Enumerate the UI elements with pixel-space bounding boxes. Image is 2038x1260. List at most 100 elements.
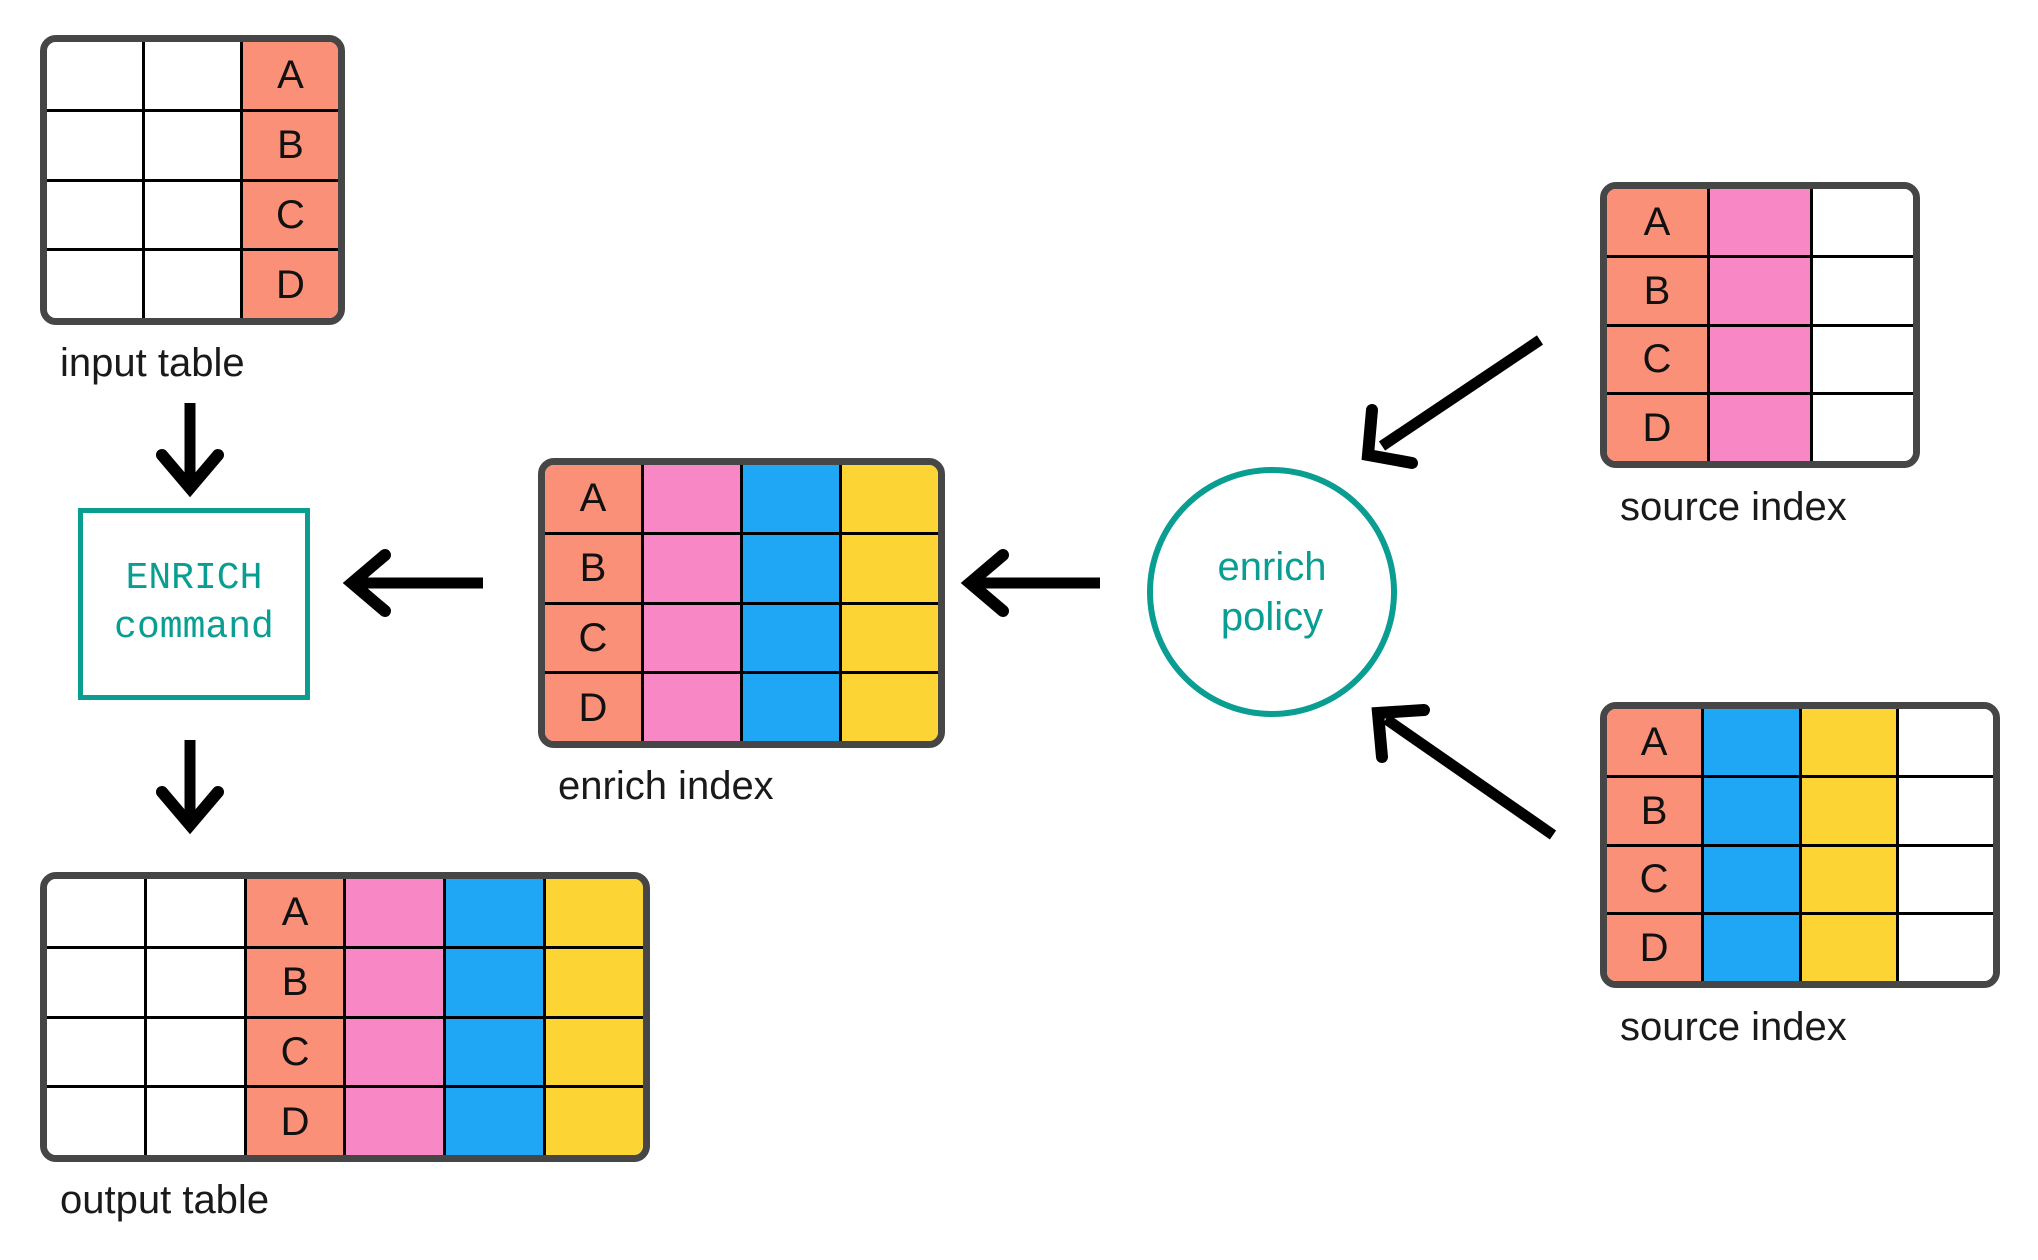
table-row: C xyxy=(1607,843,1993,913)
enrich-policy-line1: enrich xyxy=(1217,545,1327,589)
arrow-enrich-index-to-command-icon xyxy=(342,549,483,617)
table-cell: A xyxy=(243,879,344,946)
table-cell xyxy=(641,534,740,602)
table-cell xyxy=(47,181,142,249)
table-cell: A xyxy=(1607,189,1707,255)
table-cell: B xyxy=(1607,257,1707,324)
enrich-command-line2: command xyxy=(114,606,274,649)
table-cell xyxy=(343,1018,444,1086)
table-row: C xyxy=(47,1015,643,1086)
arrow-policy-to-enrich-index-icon xyxy=(960,549,1100,617)
table-row: A xyxy=(47,879,643,946)
arrow-source-bottom-to-policy-icon xyxy=(1371,704,1557,840)
table-cell xyxy=(47,879,144,946)
table-cell xyxy=(443,1018,544,1086)
arrow-input-to-command-icon xyxy=(156,403,224,498)
table-cell xyxy=(443,879,544,946)
table-cell xyxy=(1798,846,1896,913)
table-cell xyxy=(1707,257,1810,324)
table-cell xyxy=(1895,846,1993,913)
table-cell: C xyxy=(240,181,338,249)
table-cell: A xyxy=(545,465,641,532)
table-cell xyxy=(143,879,244,946)
table-cell: D xyxy=(1607,915,1702,981)
table-cell xyxy=(1810,189,1913,255)
table-cell xyxy=(1701,915,1799,981)
table-row: D xyxy=(545,671,938,741)
enrich-command-box[interactable]: ENRICH command xyxy=(78,508,310,700)
table-row: A xyxy=(545,465,938,532)
table-cell xyxy=(1707,189,1810,255)
table-cell: A xyxy=(1607,709,1702,775)
output-table-caption: output table xyxy=(60,1178,270,1222)
table-row: D xyxy=(1607,912,1993,981)
table-cell xyxy=(839,604,938,672)
table-cell xyxy=(1810,395,1913,461)
table-cell xyxy=(543,948,643,1016)
table-row: D xyxy=(47,1085,643,1155)
table-row: C xyxy=(47,178,338,249)
table-cell xyxy=(47,251,142,318)
table-cell: D xyxy=(1607,395,1707,461)
table-cell xyxy=(1798,915,1896,981)
table-row: A xyxy=(1607,189,1913,255)
table-cell: C xyxy=(1607,326,1707,393)
table-cell xyxy=(839,534,938,602)
table-row: A xyxy=(47,42,338,109)
table-cell: C xyxy=(545,604,641,672)
table-cell xyxy=(142,111,240,179)
table-cell: A xyxy=(240,42,338,109)
table-cell xyxy=(443,948,544,1016)
table-cell: D xyxy=(545,674,641,741)
table-cell xyxy=(1810,257,1913,324)
table-row: B xyxy=(545,531,938,602)
table-cell xyxy=(740,604,839,672)
table-cell xyxy=(47,111,142,179)
table-cell xyxy=(1701,709,1799,775)
arrow-command-to-output-icon xyxy=(156,740,224,835)
table-cell: B xyxy=(1607,777,1702,844)
table-row: C xyxy=(545,601,938,672)
table-cell: D xyxy=(243,1088,344,1155)
table-cell xyxy=(543,1088,643,1155)
enrich-policy-circle[interactable]: enrich policy xyxy=(1147,467,1397,717)
table-cell xyxy=(143,1088,244,1155)
table-cell xyxy=(1701,846,1799,913)
table-cell: B xyxy=(545,534,641,602)
table-cell: C xyxy=(1607,846,1702,913)
table-cell: C xyxy=(243,1018,344,1086)
table-cell xyxy=(1798,709,1896,775)
table-cell xyxy=(343,879,444,946)
table-cell xyxy=(142,42,240,109)
table-cell xyxy=(543,1018,643,1086)
table-cell xyxy=(839,674,938,741)
table-cell xyxy=(1707,326,1810,393)
table-cell xyxy=(1810,326,1913,393)
table-cell xyxy=(740,674,839,741)
table-row: B xyxy=(47,108,338,179)
table-cell xyxy=(142,251,240,318)
table-cell: B xyxy=(240,111,338,179)
table-cell xyxy=(740,534,839,602)
source-index-bottom-caption: source index xyxy=(1620,1005,1847,1049)
enrich-command-line1: ENRICH xyxy=(125,557,263,601)
table-cell: D xyxy=(240,251,338,318)
table-row: B xyxy=(47,945,643,1016)
table-cell xyxy=(641,674,740,741)
table-row: D xyxy=(47,248,338,318)
table-cell xyxy=(143,1018,244,1086)
table-cell xyxy=(543,879,643,946)
source-index-top-caption: source index xyxy=(1620,485,1847,529)
table-row: B xyxy=(1607,774,1993,844)
table-cell xyxy=(1895,777,1993,844)
table-cell xyxy=(1701,777,1799,844)
table-row: B xyxy=(1607,254,1913,324)
table-cell xyxy=(142,181,240,249)
table-cell xyxy=(1707,395,1810,461)
table-cell xyxy=(443,1088,544,1155)
arrow-source-top-to-policy-icon xyxy=(1361,335,1544,469)
